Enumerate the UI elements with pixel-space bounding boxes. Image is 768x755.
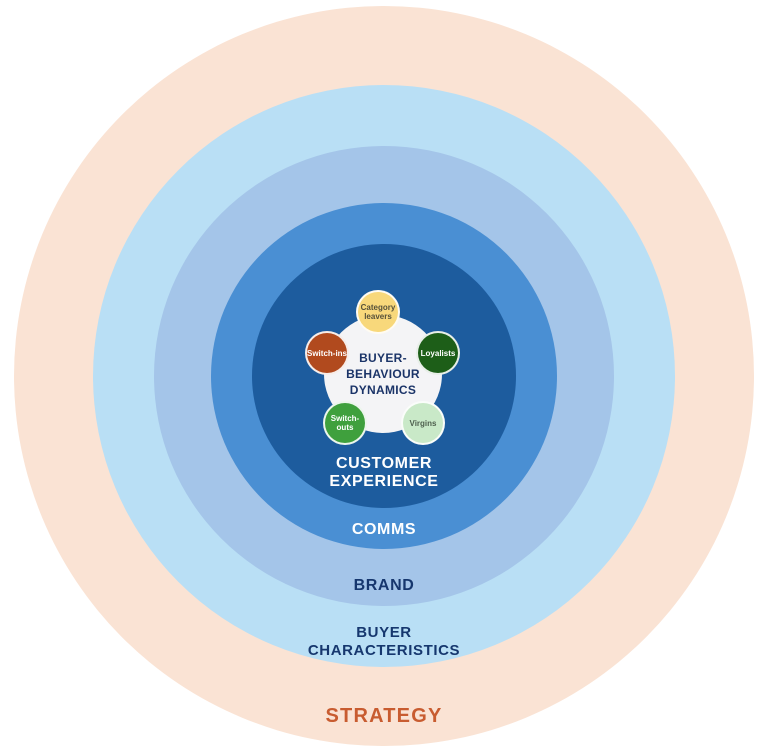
node-switch-outs-label: Switch-outs [330,414,360,432]
node-switch-ins: Switch-ins [305,331,349,375]
ring-label-brand: BRAND [353,577,415,594]
node-category-leavers: Category leavers [356,290,400,334]
ring-label-comms: COMMS [351,521,417,538]
ring-label-strategy: STRATEGY [325,705,443,727]
node-switch-ins-label: Switch-ins [307,348,348,358]
ring-label-customer-experience: CUSTOMER EXPERIENCE [329,455,439,490]
node-loyalists: Loyalists [416,331,460,375]
ring-label-buyer-characteristics: BUYER CHARACTERISTICS [307,624,461,659]
node-category-leavers-label: Category leavers [360,303,396,321]
hub-title: BUYER- BEHAVIOUR DYNAMICS [346,351,420,397]
node-loyalists-label: Loyalists [420,348,456,358]
node-switch-outs: Switch-outs [323,401,367,445]
node-virgins: Virgins [401,401,445,445]
node-virgins-label: Virgins [409,418,437,428]
